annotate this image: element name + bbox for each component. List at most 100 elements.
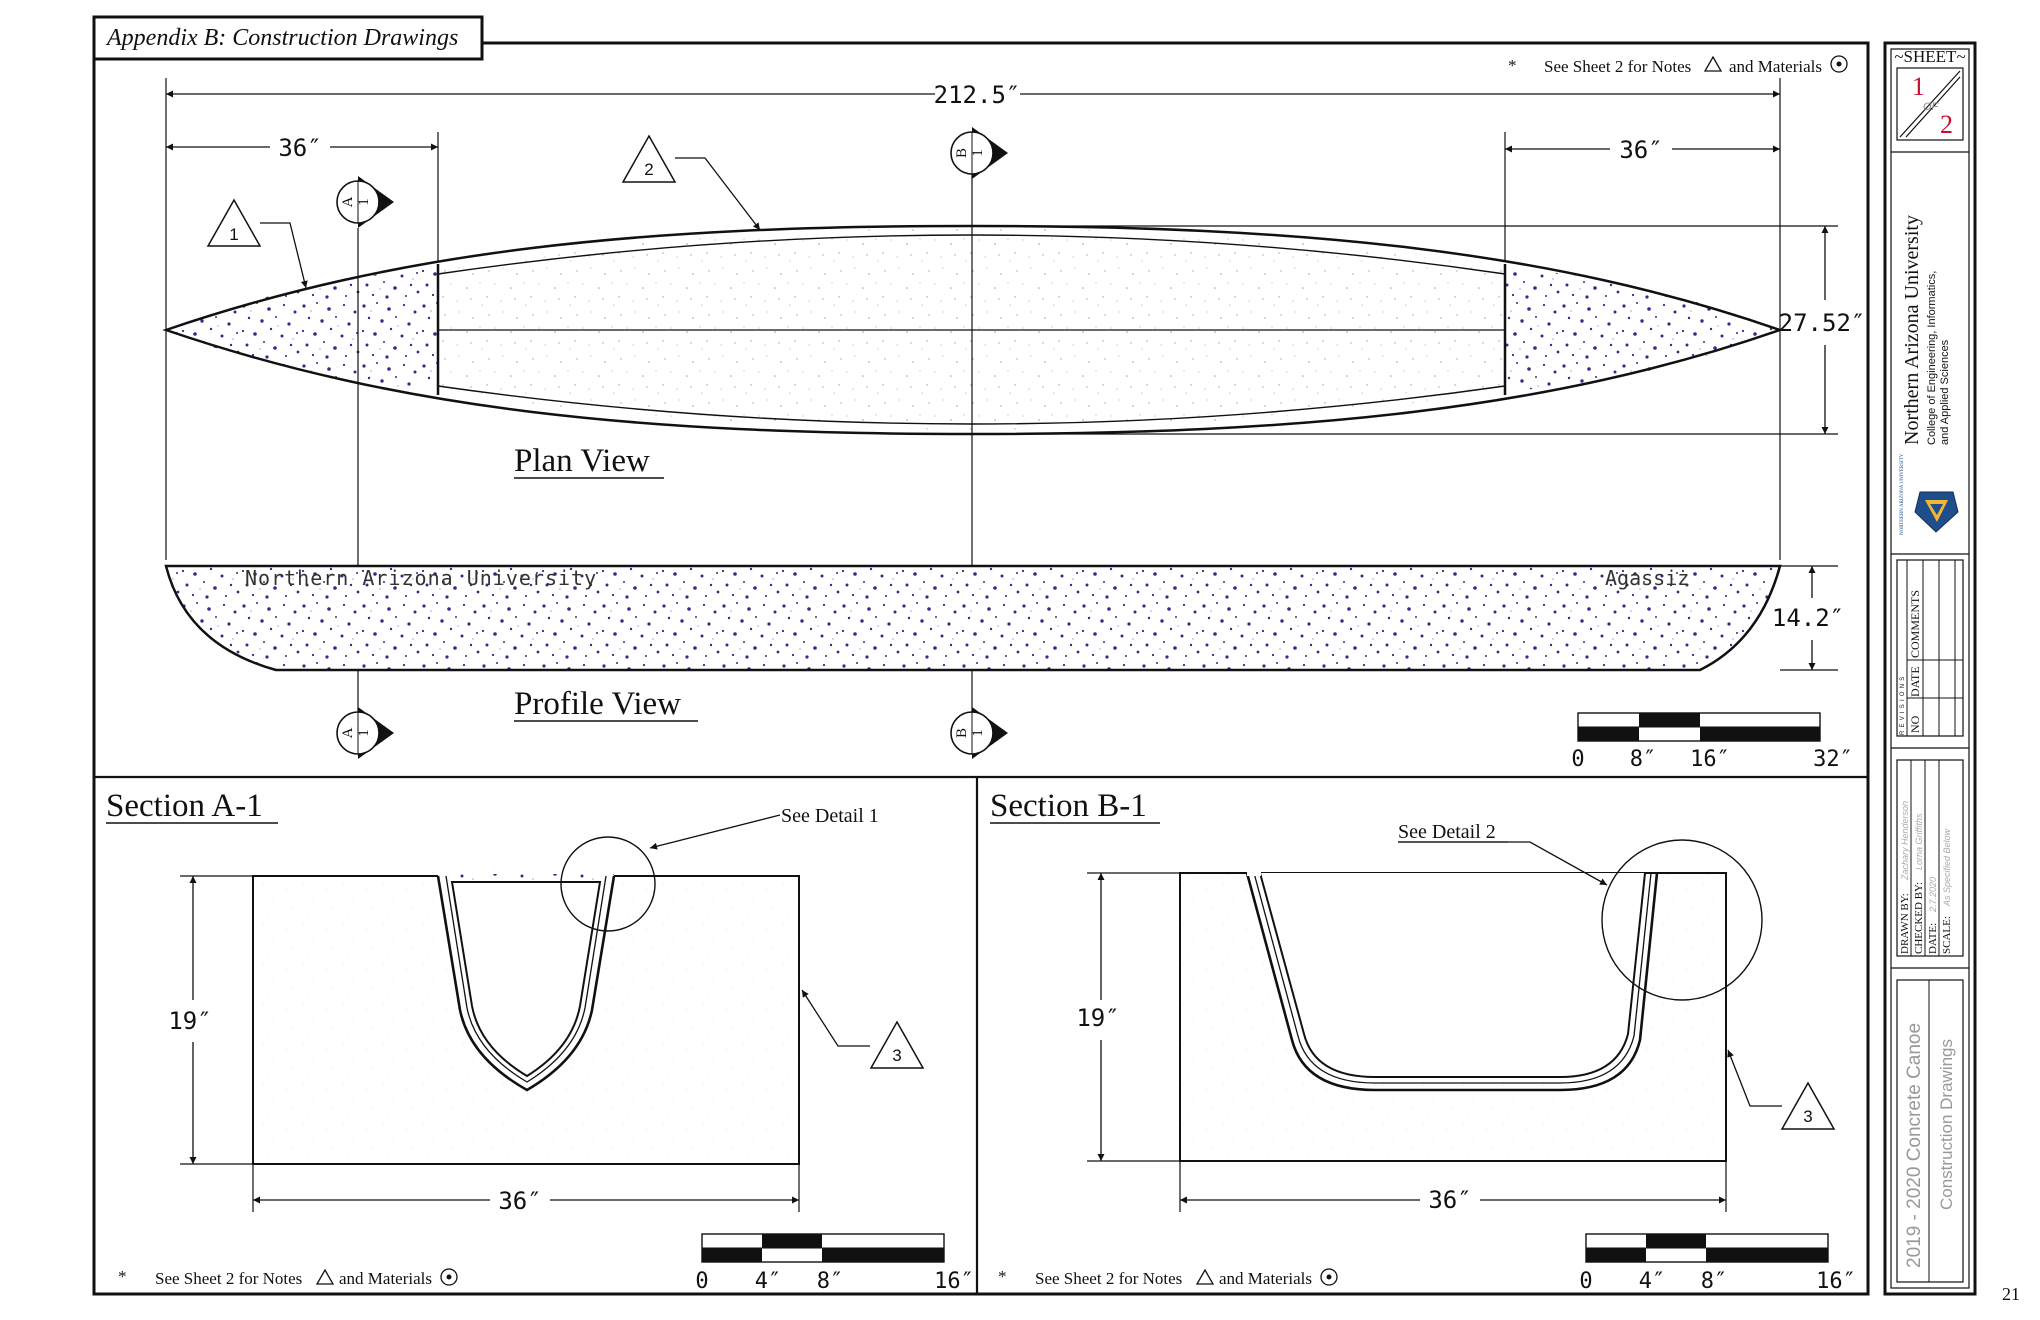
plan-view-title: Plan View (514, 443, 650, 479)
section-mark-a-bottom: A 1 (336, 707, 394, 759)
project-block: 2019 - 2020 Concrete Canoe Construction … (1896, 979, 1964, 1283)
section-a-detail-ref: See Detail 1 (781, 805, 879, 827)
section-b-notes-and-materials: and Materials (1219, 1269, 1312, 1288)
notes-asterisk: * (1508, 56, 1517, 75)
callout-1: 1 (206, 198, 308, 289)
section-a-hull-inner (450, 881, 602, 1078)
college-line-2: and Applied Sciences (1939, 339, 1951, 445)
plan-view: 212.5″ 36″ 36″ 27.52″ 1 2 (162, 78, 1866, 745)
section-b-scale-bar: 0 4″ 8″ 16″ (1579, 1233, 1856, 1294)
section-b-callout-3: 3 (1727, 1049, 1836, 1130)
main-scale-tick-0: 0 (1571, 747, 1584, 772)
section-b-detail-ref: See Detail 2 (1398, 821, 1496, 843)
university-name: Northern Arizona University (1901, 215, 1923, 445)
svg-text:0: 0 (1579, 1269, 1592, 1294)
svg-text:0: 0 (695, 1269, 708, 1294)
svg-text:8″: 8″ (817, 1269, 844, 1294)
logo-text: NORTHERN ARIZONA UNIVERSITY (1900, 453, 1905, 535)
sheet-label: ~SHEET~ (1894, 47, 1965, 66)
callout-2: 2 (621, 134, 761, 231)
beam-dimension: 27.52″ (1779, 226, 1866, 434)
sheet-total: 2 (1940, 110, 1953, 139)
svg-text:B: B (954, 728, 970, 738)
section-mark-b-bottom: B 1 (950, 707, 1008, 759)
section-b-height-dimension: 19″ (1076, 873, 1120, 1161)
section-b-width-dimension: 36″ (1180, 1186, 1726, 1214)
svg-text:1: 1 (356, 729, 372, 737)
section-a-width-dimension: 36″ (253, 1187, 799, 1215)
section-b-notes-text: See Sheet 2 for Notes (1035, 1269, 1182, 1288)
svg-text:16″: 16″ (934, 1269, 974, 1294)
profile-label-right: Agassiz (1605, 566, 1689, 590)
plan-stern-fill (1505, 268, 1780, 391)
section-a-width-label: 36″ (498, 1187, 541, 1215)
section-b-notes-asterisk: * (998, 1267, 1007, 1286)
sheet-number-box: ~SHEET~ 1 OF 2 (1891, 47, 1969, 153)
section-a-1: Section A-1 See Detail 1 19″ 36″ (106, 788, 974, 1294)
profile-hull-fill (164, 564, 1782, 672)
scale-label: SCALE: (1941, 916, 1953, 954)
svg-text:1: 1 (356, 198, 372, 206)
overall-length-dimension: 212.5″ (166, 81, 1780, 109)
project-name: 2019 - 2020 Concrete Canoe (1904, 1023, 1925, 1268)
page-number: 21 (2002, 1284, 2020, 1304)
svg-text:A: A (340, 196, 356, 207)
checked-by-value: Lorna Griffiths (1914, 813, 1924, 870)
main-scale-tick-2: 16″ (1690, 747, 1730, 772)
end-length-left-label: 36″ (278, 134, 321, 162)
notes-text: See Sheet 2 for Notes (1544, 57, 1691, 76)
svg-text:2: 2 (644, 160, 653, 179)
title-block: ~SHEET~ 1 OF 2 Northern Arizona Universi… (1883, 41, 1977, 1296)
section-mark-a-top: A 1 (336, 176, 394, 228)
rev-col-no: NO (1908, 715, 1922, 733)
svg-text:3: 3 (892, 1046, 901, 1065)
nau-logo: NORTHERN ARIZONA UNIVERSITY (1891, 453, 1969, 555)
profile-view: Northern Arizona University Agassiz 14.2… (164, 564, 1844, 722)
end-length-left-dimension: 36″ (166, 134, 438, 162)
section-b-hull-mid (1253, 872, 1652, 1084)
section-a-height-label: 19″ (168, 1007, 211, 1035)
profile-view-title: Profile View (514, 686, 681, 722)
revisions-label: REVISIONS (1900, 674, 1906, 735)
rev-col-date: DATE (1908, 666, 1922, 697)
notes-reference-top: * See Sheet 2 for Notes and Materials (1508, 55, 1848, 76)
svg-text:16″: 16″ (1816, 1269, 1856, 1294)
section-b-hull-outer (1245, 872, 1659, 1092)
section-b-notes-triangle-icon (1195, 1268, 1215, 1285)
drawing-name: Construction Drawings (1937, 1039, 1956, 1210)
section-a-notes-triangle-icon (315, 1268, 335, 1285)
sheet-number: 1 (1912, 72, 1925, 101)
section-a-notes-and-materials: and Materials (339, 1269, 432, 1288)
section-b-width-label: 36″ (1428, 1186, 1471, 1214)
revisions-table: REVISIONS NO DATE COMMENTS (1891, 559, 1969, 749)
beam-label: 27.52″ (1779, 309, 1866, 337)
section-a-height-dimension: 19″ (168, 876, 212, 1164)
section-a-detail-circle (560, 836, 656, 932)
section-a-hull-mid (445, 875, 607, 1083)
main-scale-tick-3: 32″ (1813, 747, 1853, 772)
svg-text:1: 1 (970, 729, 986, 737)
section-a-hull-outer (436, 875, 616, 1092)
section-a-callout-3: 3 (801, 989, 925, 1069)
section-b-title: Section B-1 (990, 788, 1147, 824)
main-scale-tick-1: 8″ (1630, 747, 1657, 772)
svg-text:B: B (954, 148, 970, 158)
svg-text:1: 1 (229, 225, 238, 244)
svg-text:A: A (340, 727, 356, 738)
checked-by-label: CHECKED BY: (1913, 882, 1925, 954)
university-block: Northern Arizona University College of E… (1901, 215, 1951, 445)
appendix-title-tab: Appendix B: Construction Drawings (92, 15, 484, 61)
svg-text:4″: 4″ (1639, 1269, 1666, 1294)
svg-text:4″: 4″ (755, 1269, 782, 1294)
overall-length-label: 212.5″ (934, 81, 1021, 109)
profile-label-left: Northern Arizona University (245, 566, 597, 590)
depth-label: 14.2″ (1772, 604, 1844, 632)
section-a-title: Section A-1 (106, 788, 263, 824)
svg-text:3: 3 (1803, 1107, 1812, 1126)
section-a-materials-hexagon-icon (440, 1268, 458, 1286)
section-b-1: Section B-1 See Detail 2 19″ 36″ 3 (990, 788, 1856, 1294)
plan-bow-fill (166, 268, 438, 391)
main-scale-bar: 0 8″ 16″ 32″ (1571, 712, 1853, 772)
notes-triangle-icon (1703, 55, 1723, 72)
section-a-notes-text: See Sheet 2 for Notes (155, 1269, 302, 1288)
